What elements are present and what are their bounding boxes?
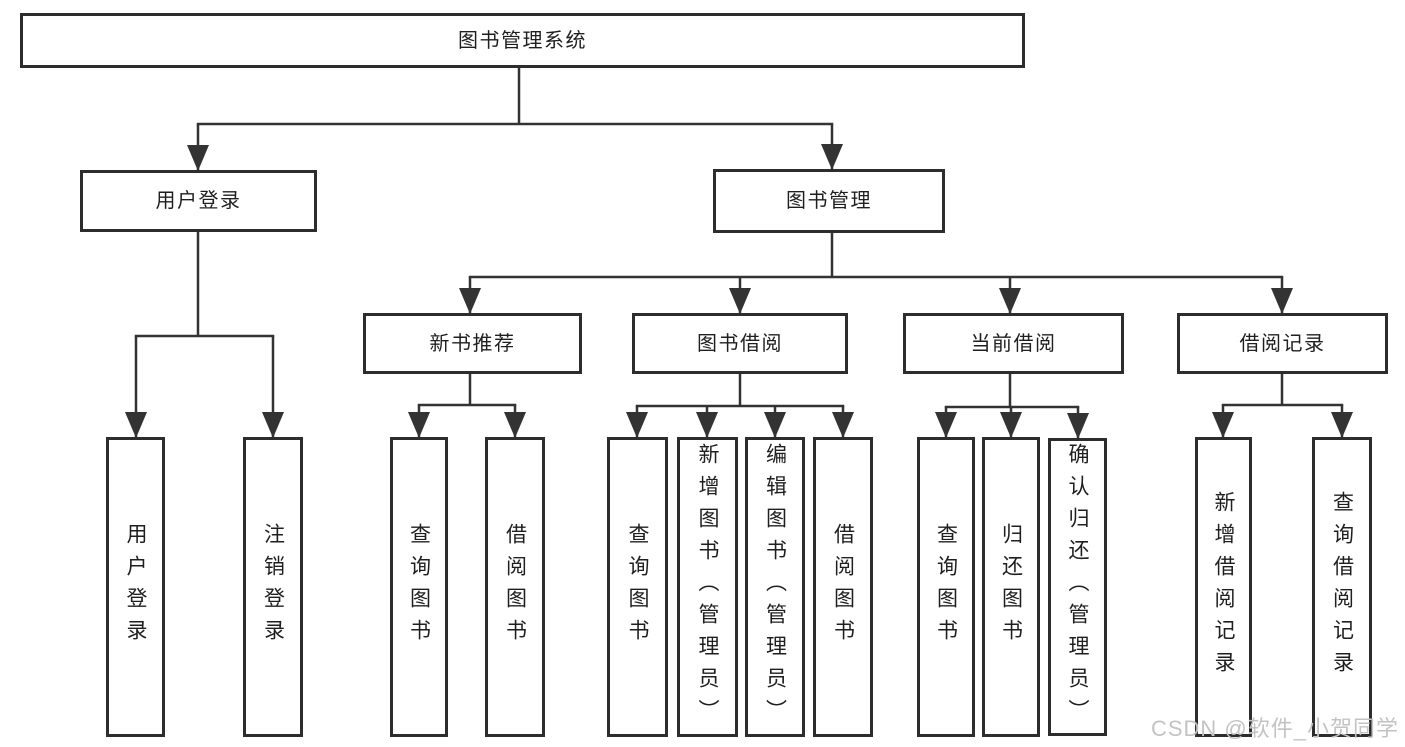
node-book-borrow-label: 图书借阅 (697, 332, 783, 355)
node-bb-borrow-books-label: 借阅图书 (831, 523, 855, 651)
csdn-watermark: CSDN @软件_小贺同学 (1150, 716, 1399, 741)
node-cb-confirm-return: 确认归还（管理员） (1048, 438, 1107, 736)
node-bb-query-books: 查询图书 (607, 437, 668, 737)
node-user-login-leaf: 用户登录 (106, 437, 165, 737)
node-nbr-query-books-label: 查询图书 (407, 523, 431, 651)
rail-book-borrow-children (635, 372, 845, 408)
node-bb-query-books-label: 查询图书 (626, 523, 649, 651)
rail-user-login-children (134, 230, 275, 338)
node-current-borrow-label: 当前借阅 (970, 332, 1057, 355)
rail-new-book-rec-children (417, 372, 517, 407)
node-bb-edit-books: 编辑图书（管理员） (745, 437, 805, 737)
node-nbr-query-books: 查询图书 (390, 437, 448, 737)
rail-current-borrow-children (944, 372, 1080, 409)
node-nbr-borrow-books: 借阅图书 (485, 437, 545, 737)
node-root: 图书管理系统 (20, 13, 1025, 68)
node-book-borrow: 图书借阅 (632, 313, 848, 374)
node-br-add-record: 新增借阅记录 (1195, 437, 1252, 737)
node-bb-add-books-label: 新增图书（管理员） (696, 443, 719, 731)
node-user-login-leaf-label: 用户登录 (124, 523, 147, 651)
node-nbr-borrow-books-label: 借阅图书 (503, 523, 527, 651)
node-borrow-records-label: 借阅记录 (1239, 332, 1326, 355)
node-bb-add-books: 新增图书（管理员） (677, 437, 738, 737)
node-book-mgmt-label: 图书管理 (786, 190, 872, 212)
node-cb-query-books: 查询图书 (917, 437, 975, 737)
rail-book-mgmt-children (468, 231, 1284, 279)
node-borrow-records: 借阅记录 (1177, 313, 1388, 374)
node-br-query-record: 查询借阅记录 (1312, 437, 1372, 737)
node-root-label: 图书管理系统 (458, 29, 587, 52)
rail-root-to-level2 (196, 66, 834, 126)
node-book-mgmt: 图书管理 (713, 169, 945, 233)
node-cb-return-books-label: 归还图书 (999, 523, 1023, 651)
node-user-login: 用户登录 (80, 170, 317, 232)
node-cb-return-books: 归还图书 (982, 437, 1040, 737)
node-br-add-record-label: 新增借阅记录 (1212, 491, 1235, 683)
node-new-book-rec-label: 新书推荐 (429, 332, 516, 355)
node-cb-query-books-label: 查询图书 (934, 523, 958, 651)
node-new-book-rec: 新书推荐 (363, 313, 582, 374)
node-logout-leaf: 注销登录 (243, 437, 303, 737)
node-bb-borrow-books: 借阅图书 (813, 437, 873, 737)
node-cb-confirm-return-label: 确认归还（管理员） (1066, 443, 1089, 731)
node-br-query-record-label: 查询借阅记录 (1330, 491, 1354, 683)
node-current-borrow: 当前借阅 (903, 313, 1124, 374)
node-bb-edit-books-label: 编辑图书（管理员） (763, 443, 787, 731)
node-user-login-label: 用户登录 (155, 190, 242, 212)
node-logout-leaf-label: 注销登录 (261, 523, 285, 651)
rail-borrow-records-children (1221, 372, 1344, 407)
